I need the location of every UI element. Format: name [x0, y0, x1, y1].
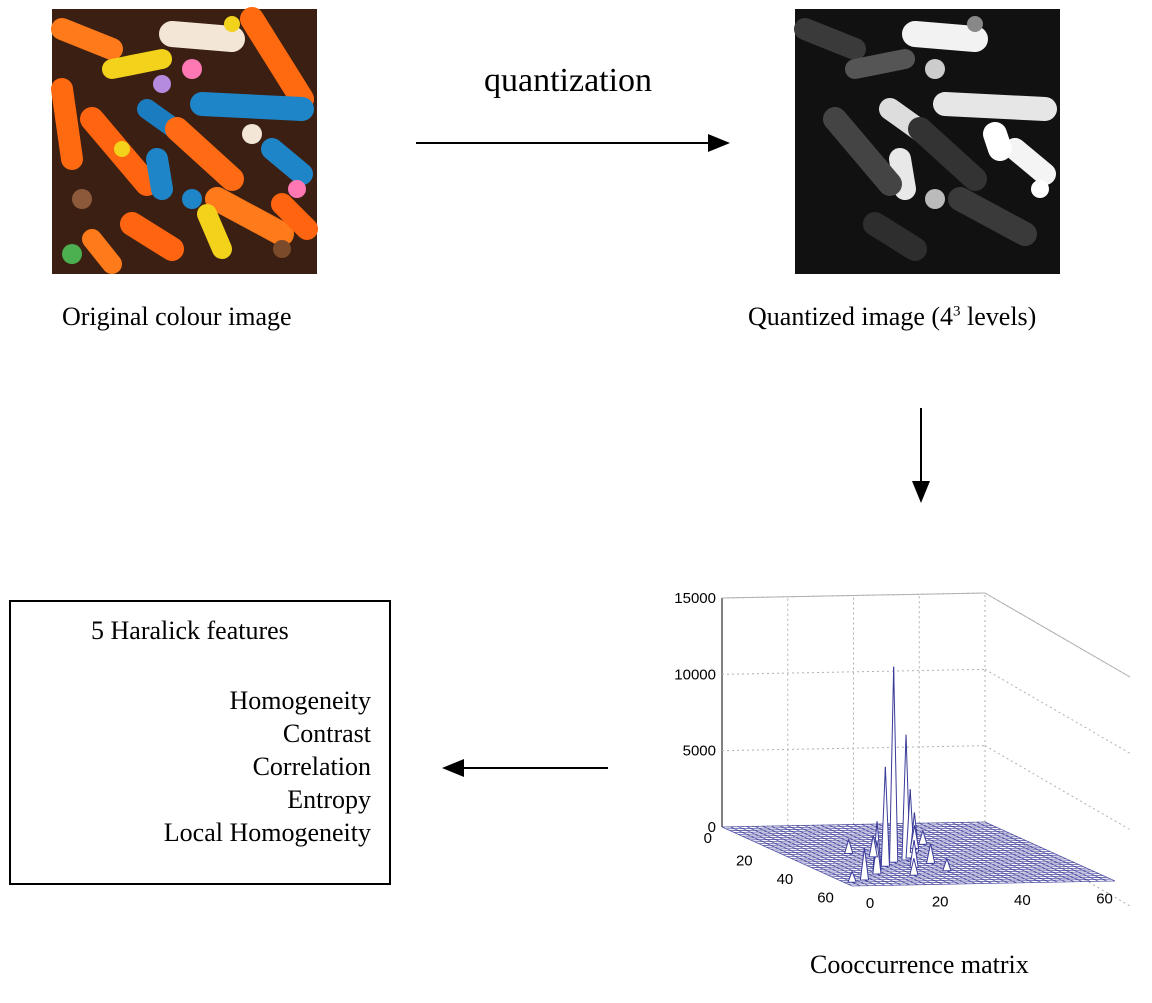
floor-mesh-line — [960, 822, 1091, 882]
surface-peak — [909, 858, 919, 876]
floor-mesh-line — [738, 826, 869, 887]
floor-mesh-line — [762, 825, 894, 886]
quantized-image — [794, 9, 1060, 274]
x-tick-label: 20 — [736, 852, 753, 869]
axis-ticks: 0 5000 10000 15000 0 20 40 60 0 20 40 60 — [674, 590, 1113, 912]
y-tick-label: 60 — [1096, 890, 1113, 907]
quantized-picture — [794, 9, 1060, 274]
x-tick-label: 40 — [777, 871, 794, 888]
y-tick-label: 0 — [866, 895, 874, 912]
floor-mesh-line — [951, 822, 1083, 882]
quantization-arrow — [416, 134, 730, 152]
features-list: Homogeneity Contrast Correlation Entropy… — [164, 684, 371, 849]
z-gridline — [721, 592, 986, 599]
sprinkles-picture — [51, 7, 318, 274]
floor-mesh-line — [877, 823, 1009, 884]
surface-peak — [942, 856, 952, 872]
z-tick-label: 5000 — [683, 743, 716, 760]
floor-mesh-line — [795, 825, 927, 885]
left-arrow — [442, 759, 608, 777]
cooccurrence-surface-plot: 0 5000 10000 15000 0 20 40 60 0 20 40 60 — [674, 590, 1131, 912]
surface-peak — [918, 828, 928, 845]
z-gridline — [984, 668, 1131, 754]
floor-mesh-line — [746, 826, 877, 886]
x-tick-label: 60 — [817, 889, 834, 906]
quantization-label: quantization — [484, 62, 653, 99]
surface-peak — [889, 666, 899, 863]
y-tick-label: 40 — [1014, 892, 1031, 909]
z-tick-label: 0 — [708, 819, 716, 836]
floor-mesh-line — [919, 822, 1050, 883]
quantized-caption-suffix: levels) — [960, 302, 1037, 331]
quantized-caption-exponent: 3 — [953, 303, 961, 320]
z-tick-label: 10000 — [674, 666, 716, 683]
floor-mesh-line — [984, 821, 1116, 882]
z-gridline — [984, 745, 1131, 831]
feature-correlation: Correlation — [252, 752, 371, 781]
original-colour-image — [51, 7, 318, 274]
floor-mesh-line — [968, 821, 1099, 882]
floor-mesh-line — [779, 825, 910, 886]
floor-mesh-line — [730, 826, 861, 887]
surface-peak — [843, 837, 854, 854]
floor-mesh-line — [943, 822, 1075, 883]
y-tick-label: 20 — [932, 893, 949, 910]
z-gridline — [721, 668, 986, 675]
surface-peak — [859, 847, 870, 881]
floor-mesh-line — [927, 822, 1058, 883]
haralick-features-box: 5 Haralick features Homogeneity Contrast… — [9, 600, 391, 885]
floor-mesh-line — [935, 822, 1066, 883]
surface-peak — [868, 835, 878, 858]
floor-mesh-line — [902, 823, 1033, 883]
floor-mesh-line — [721, 826, 853, 887]
floor-mesh-line — [910, 823, 1042, 883]
floor-mesh-line — [861, 823, 992, 884]
down-arrow — [912, 408, 930, 503]
floor-mesh-line — [853, 824, 984, 884]
floor-mesh-line — [771, 825, 902, 886]
features-title: 5 Haralick features — [91, 616, 289, 645]
original-image-caption: Original colour image — [62, 302, 292, 331]
quantized-image-caption: Quantized image (43 levels) — [748, 302, 1036, 332]
floor-mesh-line — [787, 825, 918, 886]
feature-homogeneity: Homogeneity — [229, 686, 371, 715]
surface-peak — [880, 766, 890, 867]
surface-peaks — [843, 666, 952, 884]
plot-grid — [721, 592, 1131, 907]
cooccurrence-caption: Cooccurrence matrix — [810, 950, 1029, 979]
quantized-caption-prefix: Quantized image (4 — [748, 302, 954, 331]
feature-local-homogeneity: Local Homogeneity — [163, 818, 371, 847]
z-tick-label: 15000 — [674, 590, 716, 607]
surface-peak — [925, 843, 936, 864]
feature-contrast: Contrast — [282, 719, 371, 748]
floor-mesh-line — [976, 821, 1107, 882]
feature-entropy: Entropy — [287, 785, 371, 814]
right-top-line — [984, 592, 1131, 678]
surface-peak — [847, 870, 857, 883]
x-tick-label: 0 — [704, 830, 712, 847]
